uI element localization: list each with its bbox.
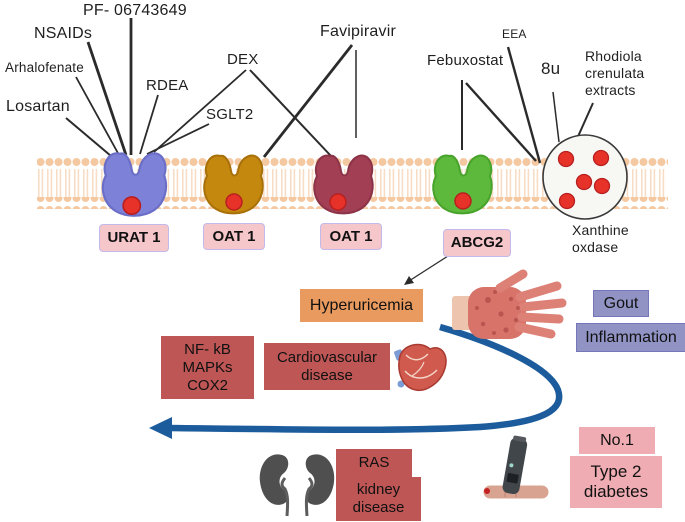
dex-label: DEX [227, 51, 259, 68]
eightu-line [552, 91, 560, 143]
rhodiola-label: Rhodiola crenulata extracts [585, 48, 645, 99]
febuxostat-label: Febuxostat [427, 52, 504, 69]
arhalofenate-label: Arhalofenate [5, 60, 84, 75]
glucose-lancet-finger-icon [483, 435, 549, 499]
urate-red-ball-icon [329, 193, 347, 211]
nfkb-mapks-cox2-box: NF- kB MAPKs COX2 [161, 336, 254, 399]
pf-06743649-label: PF- 06743649 [83, 2, 187, 19]
ras-box: RAS [336, 449, 412, 477]
rdea-label: RDEA [146, 77, 189, 94]
kidneys-icon [259, 454, 335, 517]
favipiravir-label: Favipiravir [320, 23, 396, 40]
abcg2-hyperuricemia-arrow [404, 255, 449, 285]
eea-line [506, 46, 542, 164]
oat1-transporter [203, 154, 264, 215]
hyperuricemia-box: Hyperuricemia [300, 289, 423, 322]
dex-urat1-line [153, 69, 247, 153]
febuxostat-xo-line [465, 82, 537, 162]
urat1-chip: URAT 1 [99, 224, 169, 252]
urate-red-ball-icon [557, 149, 611, 210]
no1-box: No.1 [579, 427, 655, 454]
oat1b-chip: OAT 1 [320, 223, 382, 250]
inflamed-hand-icon [452, 269, 567, 339]
gout-box: Gout [593, 290, 649, 317]
losartan-label: Losartan [6, 98, 70, 115]
oat1b-transporter [313, 154, 374, 215]
urat1-transporter [101, 152, 168, 217]
inflammation-box: Inflammation [576, 323, 685, 352]
urate-red-ball-icon [454, 192, 472, 210]
urate-red-ball-icon [225, 193, 243, 211]
type2-diabetes-box: Type 2 diabetes [570, 456, 662, 508]
dex-oat1-line [249, 69, 332, 157]
abcg2-chip: ABCG2 [443, 229, 511, 257]
nsaids-line [86, 41, 128, 156]
cardiovascular-disease-box: Cardiovascular disease [264, 343, 390, 390]
xanthine-oxidase-label: Xanthine oxdase [572, 222, 629, 256]
drug-target-lines [65, 18, 594, 164]
eight-u-label: 8u [541, 59, 561, 78]
sglt2-label: SGLT2 [206, 106, 254, 123]
losartan-line [65, 117, 112, 157]
eea-label: EEA [502, 27, 527, 41]
blue-flow-arrow [149, 323, 563, 439]
rdea-line [139, 94, 159, 155]
abcg2-transporter [432, 154, 493, 215]
oat1-chip: OAT 1 [203, 223, 265, 250]
kidney-disease-box: kidney disease [336, 477, 421, 521]
urate-red-ball-icon [122, 196, 142, 216]
arhalofenate-line [75, 76, 120, 156]
favipiravir-oat1-line [262, 44, 354, 158]
heart-icon [394, 343, 447, 391]
nsaids-label: NSAIDs [34, 25, 93, 42]
xanthine-oxidase-circle [542, 134, 628, 220]
